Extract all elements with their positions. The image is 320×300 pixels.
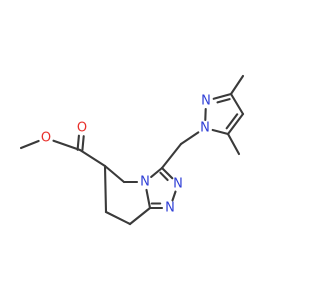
bond-c6-c5 [103, 164, 126, 184]
atom-label-o_ester: O [41, 131, 51, 146]
bond-n2-c3 [160, 166, 174, 180]
bond-c8-c7 [104, 210, 132, 226]
bond-pz_c3-me3 [229, 74, 245, 96]
bond-pz_c5-pz_n1 [211, 128, 230, 136]
atom-label-o_carbonyl: O [77, 121, 87, 136]
bond-pz_n2-pz_c3-inner [216, 98, 231, 104]
atom-label-n4: N [140, 175, 150, 190]
bond-n1-n2 [171, 190, 177, 202]
atom-label-pz_n1: N [200, 121, 210, 136]
bond-pz_c5-me5 [226, 132, 241, 156]
bond-ome_me-o_ester [19, 139, 40, 150]
bond-pz_n2-pz_c3 [212, 92, 233, 100]
atom-label-n1: N [165, 201, 175, 216]
bond-pz_c3-pz_c4 [229, 92, 245, 116]
bond-c_carbonyl-o_carbonyl-a [81, 135, 85, 152]
bond-pz_c4-pz_c5-inner [225, 113, 239, 130]
bond-o_ester-c_carbonyl [52, 139, 82, 152]
bond-pz_c4-pz_c5 [226, 112, 245, 136]
bond-n4-c8a [145, 188, 152, 210]
bond-c3-n4 [150, 166, 164, 178]
bond-c_carbonyl-o_carbonyl-b [76, 134, 80, 151]
atom-label-n2: N [173, 177, 183, 192]
bond-c3-ch2 [160, 142, 183, 170]
bonds-layer [19, 74, 245, 226]
bond-n2-c3-inner [159, 171, 169, 182]
bond-ch2-pz_n1 [179, 131, 200, 146]
bond-c8a-c8 [128, 206, 152, 226]
bond-c7-c6 [103, 164, 108, 214]
atom-label-pz_n2: N [201, 94, 211, 109]
bond-c_carbonyl-c6 [78, 148, 107, 168]
